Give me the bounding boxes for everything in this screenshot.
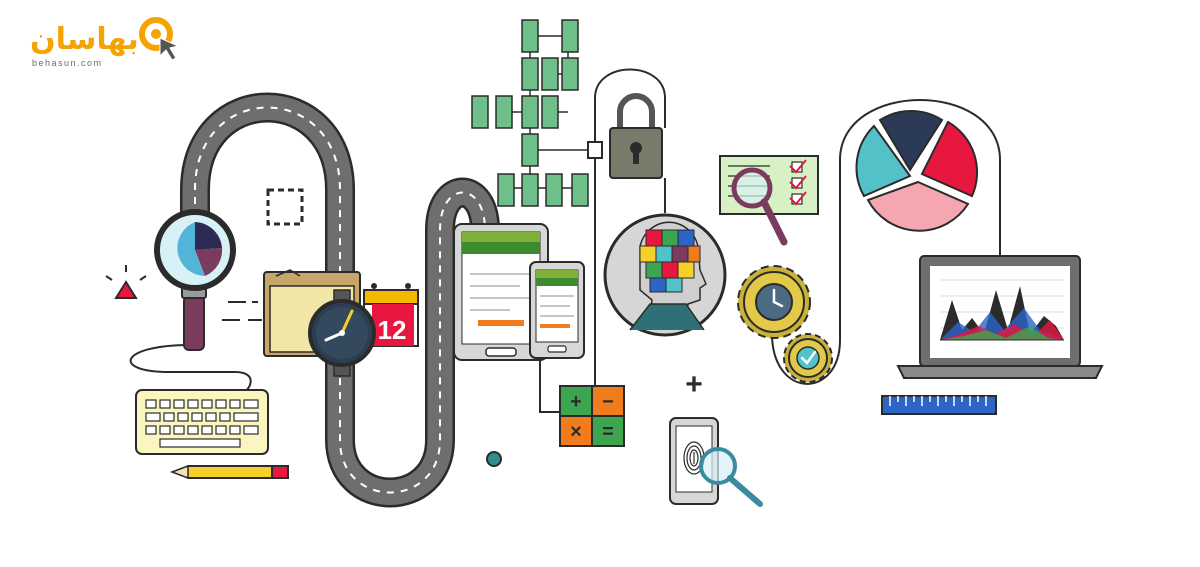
padlock-icon xyxy=(609,93,663,179)
gears-icon xyxy=(737,265,833,383)
calculator-icon: + − × = xyxy=(559,385,625,447)
alert-icon xyxy=(105,265,147,299)
brand-logo[interactable]: بهاسان behasun.com xyxy=(24,14,184,70)
node-dot xyxy=(486,451,502,467)
laptop-chart-icon xyxy=(896,255,1104,379)
calendar-icon: 12 xyxy=(363,283,419,347)
magnifier-pie-icon xyxy=(154,209,236,351)
calculator-plus: + xyxy=(570,391,582,413)
checklist-document-icon xyxy=(719,155,819,246)
brand-name: بهاسان xyxy=(30,22,140,57)
pie-chart-icon xyxy=(855,110,979,233)
connector-lines xyxy=(129,68,1001,413)
calendar-day: 12 xyxy=(378,315,407,345)
plus-sign: + xyxy=(685,368,703,401)
ruler-icon xyxy=(881,395,997,415)
calculator-minus: − xyxy=(602,391,614,413)
calculator-equals: = xyxy=(602,421,614,443)
fingerprint-phone-icon xyxy=(669,417,763,507)
motion-lines xyxy=(222,301,262,321)
clock-icon xyxy=(308,289,376,377)
flowchart-diagram xyxy=(471,19,603,207)
tablet-device xyxy=(453,223,549,361)
pencil-icon xyxy=(169,464,289,480)
selection-frame-icon xyxy=(266,188,304,226)
cursor-target-icon xyxy=(139,17,180,61)
calculator-times: × xyxy=(570,421,582,443)
winding-road xyxy=(180,92,500,508)
puzzle-head-icon xyxy=(603,213,727,337)
brand-domain: behasun.com xyxy=(32,58,103,68)
keyboard-icon xyxy=(135,389,269,455)
phone-device xyxy=(529,261,585,359)
